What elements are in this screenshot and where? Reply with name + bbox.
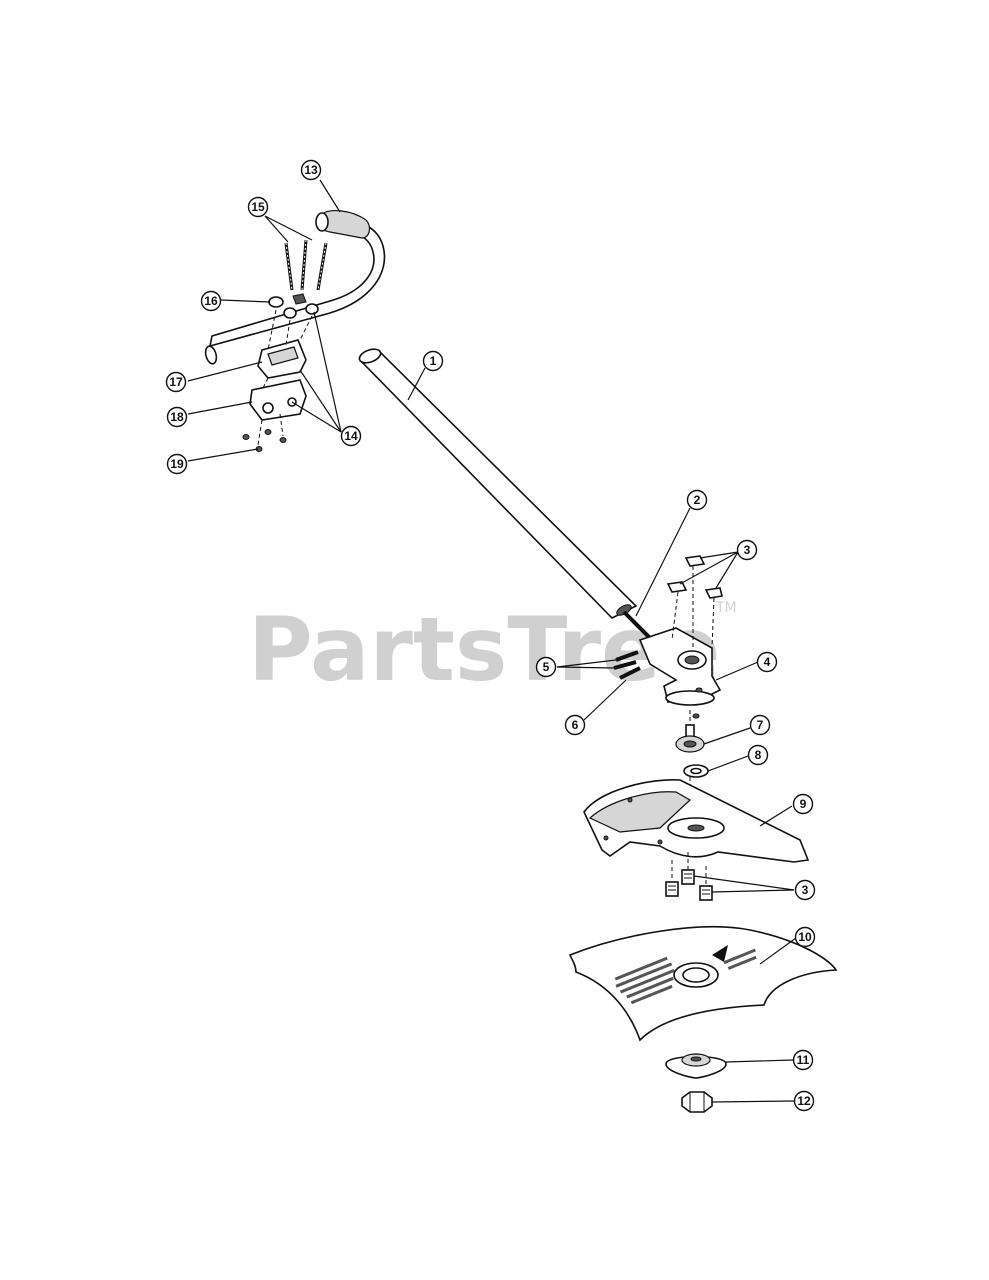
callout-1: 1 bbox=[422, 350, 444, 372]
nut-3-top-a bbox=[684, 555, 706, 567]
screw-set bbox=[284, 239, 328, 291]
callout-11: 11 bbox=[792, 1049, 814, 1071]
svg-text:3: 3 bbox=[744, 543, 751, 557]
j-handle-tube bbox=[208, 220, 386, 348]
callout-9: 9 bbox=[792, 793, 814, 815]
nut-16 bbox=[292, 293, 307, 305]
svg-text:16: 16 bbox=[204, 294, 218, 308]
washer-16b bbox=[283, 307, 297, 319]
svg-text:13: 13 bbox=[304, 163, 318, 177]
svg-text:7: 7 bbox=[757, 718, 764, 732]
svg-text:8: 8 bbox=[755, 748, 762, 762]
callout-19: 19 bbox=[166, 453, 188, 475]
svg-text:17: 17 bbox=[169, 375, 183, 389]
nut-19c bbox=[279, 437, 287, 443]
svg-text:9: 9 bbox=[800, 797, 807, 811]
nut-3-top-b bbox=[666, 581, 688, 593]
callout-8: 8 bbox=[747, 744, 769, 766]
svg-text:2: 2 bbox=[694, 493, 701, 507]
spring-3c bbox=[699, 885, 713, 901]
callout-16: 16 bbox=[200, 290, 222, 312]
callout-14: 14 bbox=[340, 425, 362, 447]
svg-text:5: 5 bbox=[543, 660, 550, 674]
callout-4: 4 bbox=[756, 651, 778, 673]
leader-lines bbox=[187, 179, 797, 1103]
svg-text:4: 4 bbox=[764, 655, 771, 669]
drive-shaft-tube bbox=[358, 351, 638, 619]
svg-text:19: 19 bbox=[170, 457, 184, 471]
callout-7: 7 bbox=[749, 714, 771, 736]
callout-3-bottom: 3 bbox=[794, 879, 816, 901]
nut-3-top-c bbox=[704, 587, 723, 599]
handle-tube-end bbox=[204, 345, 218, 365]
callout-18: 18 bbox=[166, 406, 188, 428]
callout-12: 12 bbox=[793, 1090, 815, 1112]
spring-3b bbox=[681, 869, 695, 885]
callout-17: 17 bbox=[165, 371, 187, 393]
svg-text:11: 11 bbox=[797, 1053, 810, 1067]
bolt-5a bbox=[615, 650, 639, 662]
svg-text:18: 18 bbox=[170, 410, 184, 424]
callout-5: 5 bbox=[535, 656, 557, 678]
svg-text:15: 15 bbox=[251, 200, 265, 214]
callout-2: 2 bbox=[686, 489, 708, 511]
watermark-trademark: TM bbox=[715, 600, 737, 616]
callout-13: 13 bbox=[300, 159, 322, 181]
bolt-5b bbox=[613, 660, 637, 670]
washer-16a bbox=[268, 296, 284, 308]
handle-clamp-lower bbox=[249, 379, 307, 421]
bolt-6 bbox=[619, 666, 641, 680]
callout-3-top: 3 bbox=[736, 539, 758, 561]
callout-10: 10 bbox=[794, 926, 816, 948]
nut-19b bbox=[264, 429, 272, 435]
svg-text:1: 1 bbox=[430, 354, 437, 368]
grip-end bbox=[315, 212, 329, 232]
svg-text:3: 3 bbox=[802, 883, 809, 897]
nut-19a bbox=[242, 434, 250, 440]
spring-3a bbox=[665, 881, 679, 897]
callout-6: 6 bbox=[564, 714, 586, 736]
svg-text:12: 12 bbox=[797, 1094, 811, 1108]
svg-text:14: 14 bbox=[344, 429, 358, 443]
warning-triangle-icon bbox=[712, 945, 728, 962]
svg-text:10: 10 bbox=[798, 930, 812, 944]
svg-text:6: 6 bbox=[572, 718, 579, 732]
partstree-watermark: PartsTree bbox=[248, 598, 720, 701]
blade-nut bbox=[681, 1091, 713, 1113]
washer-16c bbox=[305, 303, 319, 315]
callout-15: 15 bbox=[247, 196, 269, 218]
